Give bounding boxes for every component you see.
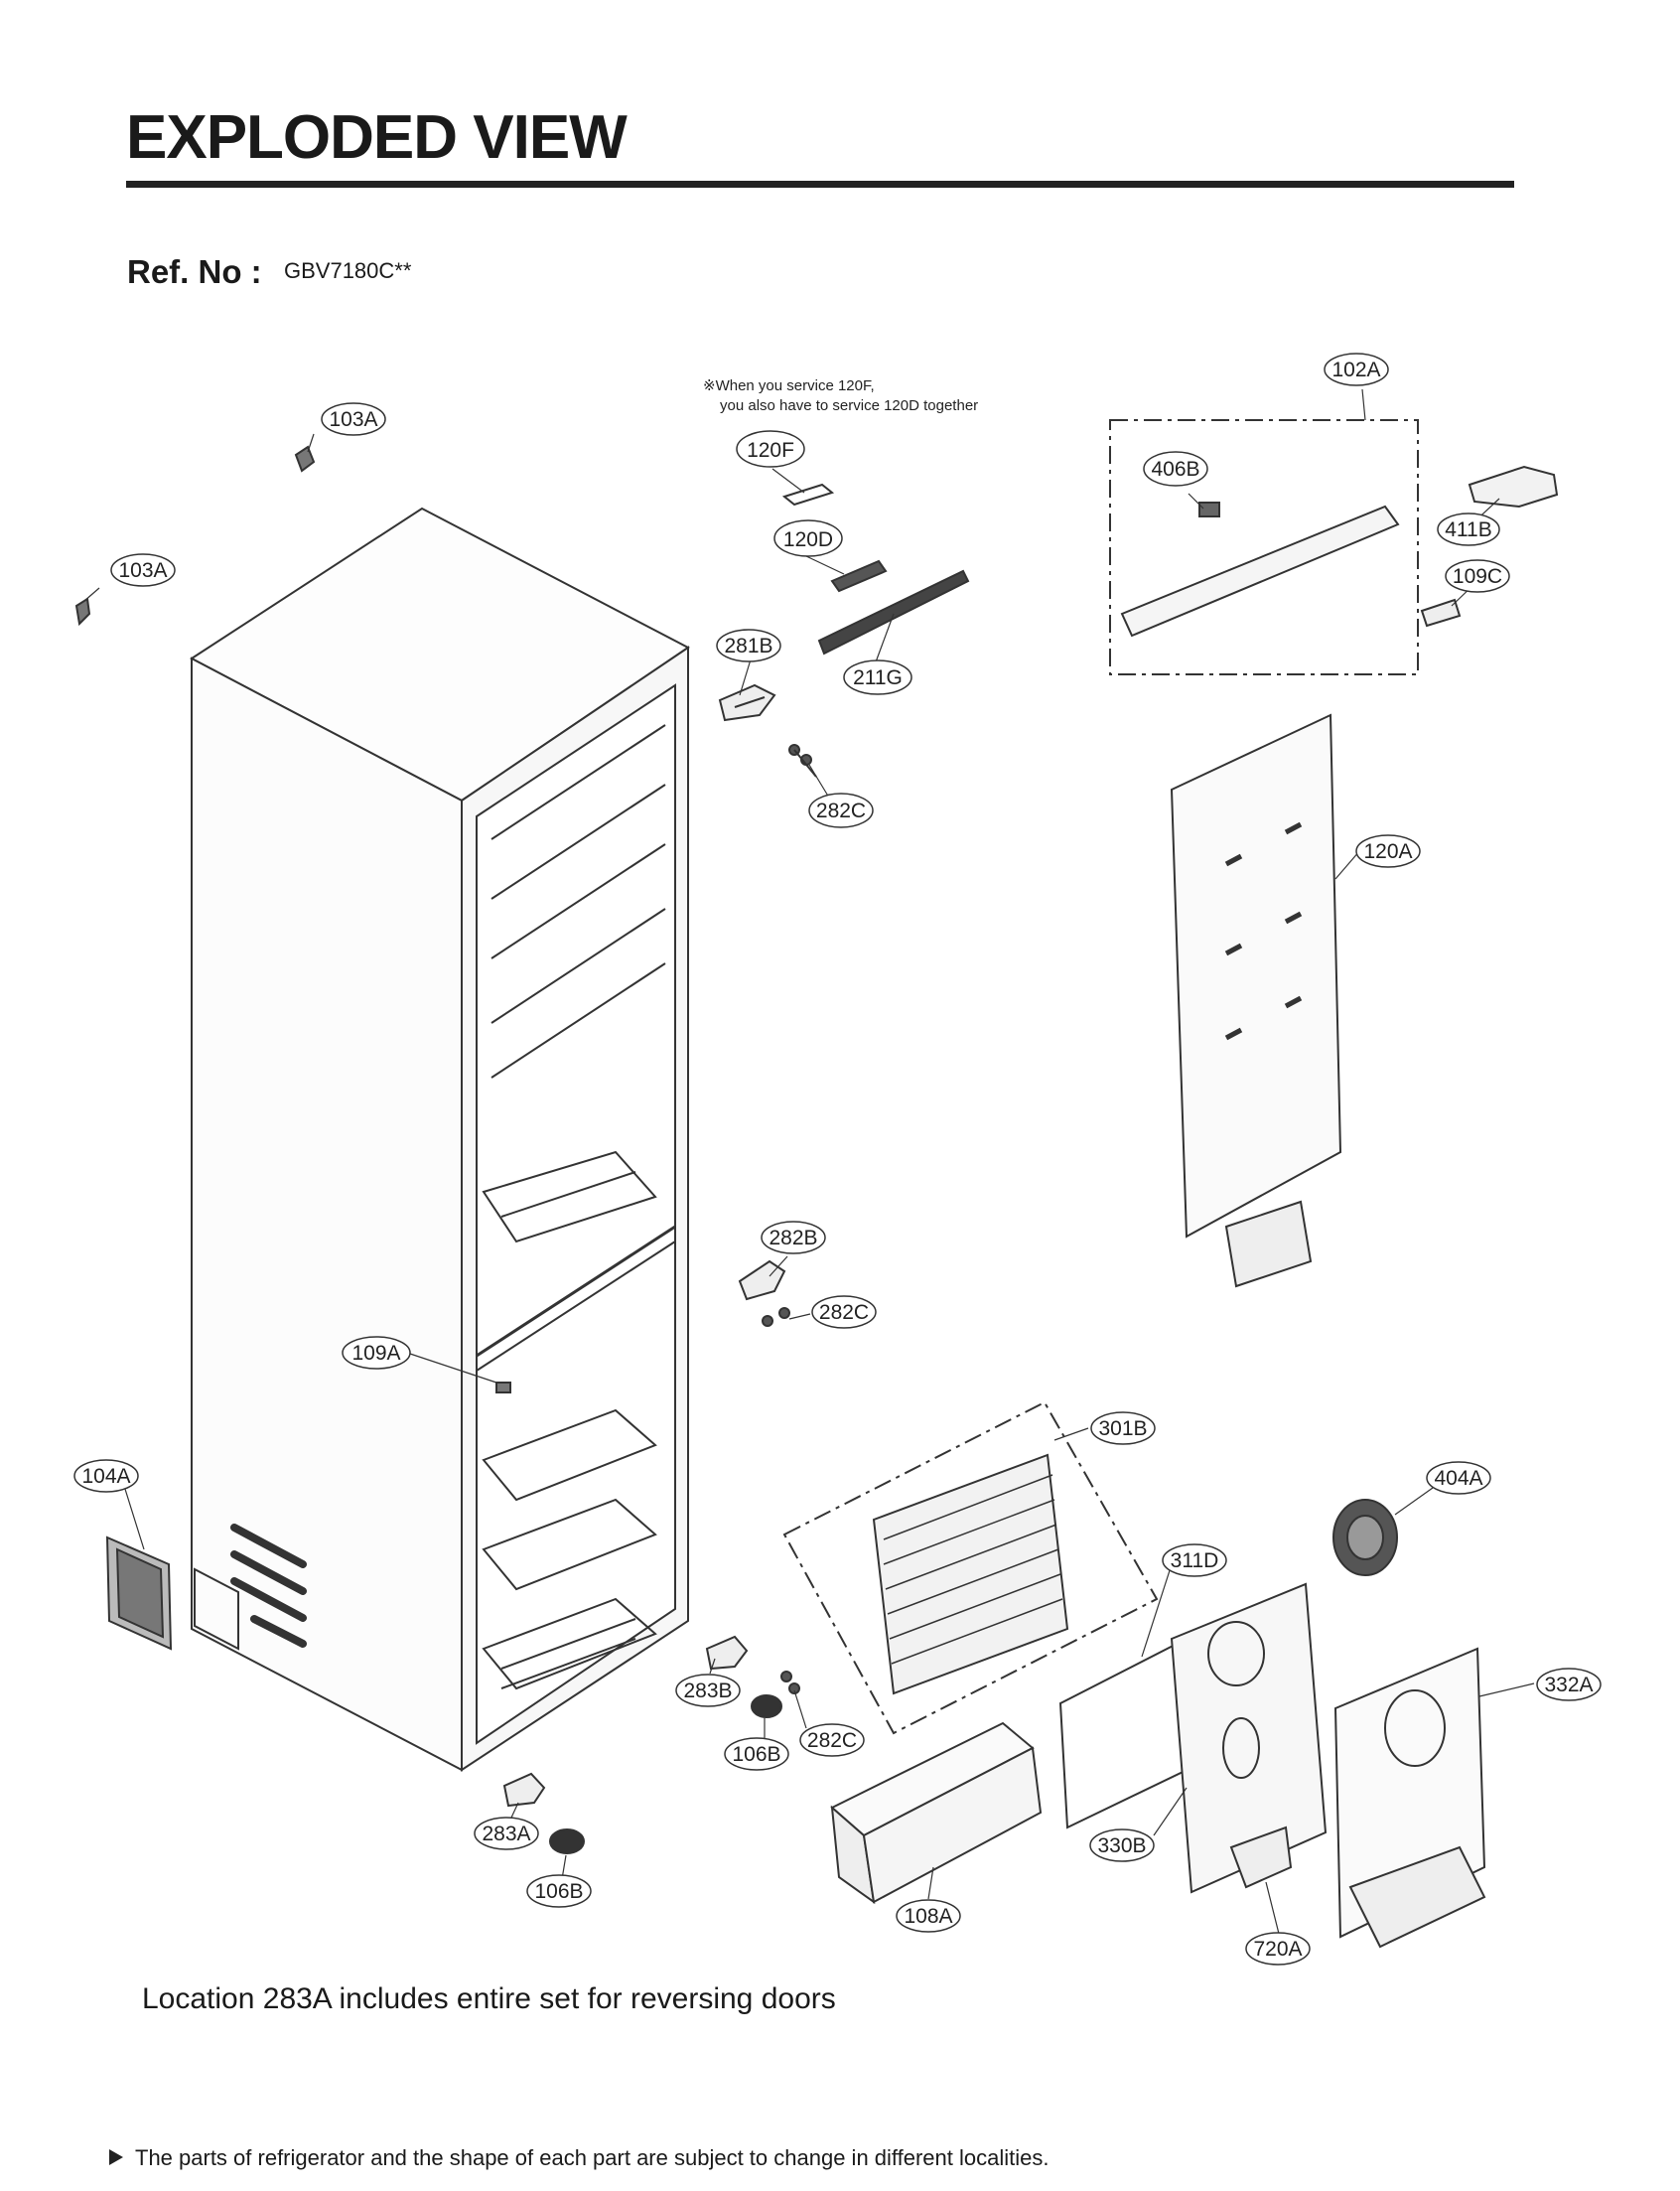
part-109a-icon <box>495 1382 511 1393</box>
callout-109c: 109C <box>1453 565 1502 588</box>
part-720a-icon <box>1229 1826 1293 1889</box>
part-404a-icon <box>1332 1499 1398 1576</box>
part-283b-icon <box>705 1635 749 1671</box>
triangle-bullet-icon <box>109 2149 123 2166</box>
part-301b-boundary <box>782 1400 1159 1735</box>
callout-311d: 311D <box>1171 1549 1219 1572</box>
ref-label: Ref. No : <box>127 253 262 290</box>
part-332a-icon <box>1333 1647 1486 1949</box>
callout-281b: 281B <box>724 635 772 657</box>
part-301b-icon <box>872 1453 1069 1695</box>
callout-109a: 109A <box>351 1342 400 1365</box>
callout-102a: 102A <box>1331 359 1380 381</box>
callout-282c-top: 282C <box>816 800 866 822</box>
part-282b-icon <box>738 1259 786 1301</box>
callout-120f: 120F <box>747 439 794 462</box>
service-note-line2: you also have to service 120D together <box>720 397 978 414</box>
part-282c-mid-icon <box>762 1307 790 1327</box>
part-102a-boundary <box>1109 419 1419 675</box>
callout-103a-top: 103A <box>329 408 377 431</box>
part-104a-icon <box>105 1535 173 1651</box>
ref-value: GBV7180C** <box>284 258 412 283</box>
part-120f-icon <box>781 483 835 507</box>
callout-106b-mid: 106B <box>732 1743 780 1766</box>
part-120d-icon <box>830 559 888 593</box>
callout-332a: 332A <box>1544 1674 1593 1696</box>
footer-text: The parts of refrigerator and the shape … <box>135 2145 1050 2170</box>
callout-104a: 104A <box>81 1465 130 1488</box>
callout-283b: 283B <box>683 1680 732 1702</box>
part-330b-icon <box>1170 1582 1328 1894</box>
part-406b-icon <box>1198 502 1220 517</box>
callout-330b: 330B <box>1097 1834 1146 1857</box>
refrigerator-cabinet <box>190 507 690 1772</box>
callout-120a: 120A <box>1363 840 1412 863</box>
part-120a-icon <box>1170 713 1342 1288</box>
callout-103a-left: 103A <box>118 559 167 582</box>
callout-411b: 411B <box>1445 518 1492 541</box>
location-note: Location 283A includes entire set for re… <box>142 1982 836 2015</box>
part-102a-icon <box>1120 505 1400 638</box>
title-divider <box>126 181 1514 188</box>
callout-282b: 282B <box>769 1227 817 1249</box>
callout-106b-low: 106B <box>534 1880 583 1903</box>
callout-211g: 211G <box>853 666 903 689</box>
part-281b-icon <box>718 683 776 722</box>
part-211g-icon <box>817 569 970 656</box>
part-103a-left-icon <box>74 597 91 627</box>
part-106b-low-icon <box>549 1828 585 1854</box>
part-283a-icon <box>502 1772 546 1808</box>
part-109c-icon <box>1420 598 1462 628</box>
part-106b-mid-icon <box>751 1694 782 1718</box>
part-411b-icon <box>1468 465 1559 509</box>
service-note-line1: ※When you service 120F, <box>703 377 875 394</box>
callout-406b: 406B <box>1151 458 1199 481</box>
callout-283a: 283A <box>482 1823 530 1845</box>
callout-301b: 301B <box>1098 1417 1147 1440</box>
callout-282c-low: 282C <box>807 1729 857 1752</box>
part-282c-top-icon <box>788 744 817 778</box>
callout-108a: 108A <box>904 1905 952 1928</box>
callout-120d: 120D <box>783 528 833 551</box>
part-108a-icon <box>830 1721 1043 1905</box>
callout-282c-mid: 282C <box>819 1301 869 1324</box>
part-103a-top-icon <box>294 445 316 473</box>
page-title: EXPLODED VIEW <box>126 103 628 172</box>
callout-720a: 720A <box>1253 1938 1302 1961</box>
part-282c-low-icon <box>780 1671 800 1694</box>
footer-note: The parts of refrigerator and the shape … <box>109 2145 1049 2171</box>
callout-404a: 404A <box>1434 1467 1482 1490</box>
